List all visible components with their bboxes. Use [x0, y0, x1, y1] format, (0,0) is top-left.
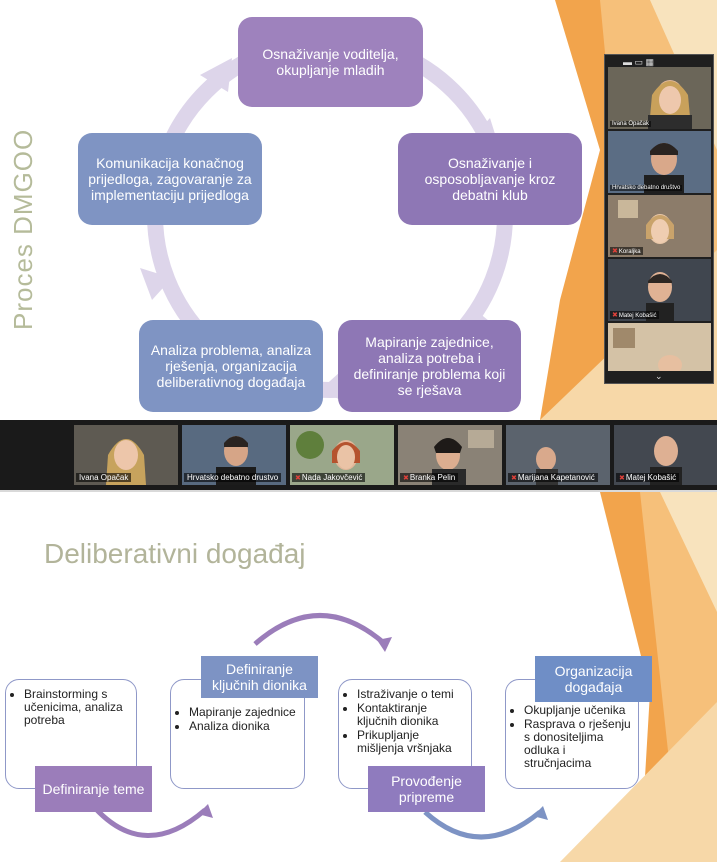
top-slide: Proces DMGOO Osnaživanje voditelja, okup…	[0, 0, 717, 420]
video-tile[interactable]: ✖Matej Kobašić	[608, 259, 711, 321]
muted-mic-icon: ✖	[619, 475, 625, 482]
stage-label-1: Definiranje teme	[35, 766, 152, 812]
muted-mic-icon: ✖	[403, 475, 409, 482]
participant-video	[608, 131, 711, 193]
gallery-video-tile[interactable]: ✖Nada Jakovčević	[290, 425, 394, 485]
gallery-video-tile[interactable]: ✖Matej Kobašić	[614, 425, 717, 485]
step-box-5: Komunikacija konačnog prijedloga, zagova…	[78, 133, 262, 225]
bullet-item: Rasprava o rješenju s donositeljima odlu…	[524, 718, 632, 770]
view-controls[interactable]: ▬ ▭ ▦	[623, 57, 655, 67]
muted-mic-icon: ✖	[612, 312, 618, 319]
participants-side-panel[interactable]: ▬ ▭ ▦ Ivana Opačak Hrvatsko debatno druš…	[604, 54, 714, 384]
gallery-video-tile[interactable]: ✖Marijana Kapetanović	[506, 425, 610, 485]
muted-mic-icon: ✖	[612, 248, 618, 255]
participant-name: ✖Matej Kobašić	[610, 311, 659, 319]
gallery-video-tile[interactable]: Hrvatsko debatno drustvo	[182, 425, 286, 485]
muted-mic-icon: ✖	[511, 475, 517, 482]
bullet-item: Brainstorming s učenicima, analiza potre…	[24, 688, 130, 727]
step-box-2: Osnaživanje i osposobljavanje kroz debat…	[398, 133, 582, 225]
gallery-video-tile[interactable]: ✖Branka Pelin	[398, 425, 502, 485]
stage-label-2: Definiranje ključnih dionika	[201, 656, 318, 698]
video-tile[interactable]: Ivana Opačak	[608, 67, 711, 129]
video-tile[interactable]: Hrvatsko debatno društvo	[608, 131, 711, 193]
participant-name: ✖Branka Pelin	[400, 473, 459, 482]
participant-video	[608, 195, 711, 257]
step-box-1: Osnaživanje voditelja, okupljanje mladih	[238, 17, 423, 107]
bottom-slide: Deliberativni događaj Brainstorming s uč…	[0, 492, 717, 862]
participant-video	[608, 259, 711, 321]
bullet-item: Analiza dionika	[189, 720, 298, 733]
chevron-down-icon[interactable]: ⌄	[655, 371, 663, 381]
stage-label-3: Provođenje pripreme	[368, 766, 485, 812]
participant-name: ✖Koraljka	[610, 247, 643, 255]
participant-name: Ivana Opačak	[76, 473, 132, 482]
participant-name: Hrvatsko debatno drustvo	[184, 473, 282, 482]
participant-name: Hrvatsko debatno društvo	[610, 185, 683, 191]
gallery-strip: Ivana Opačak Hrvatsko debatno drustvo ✖N…	[0, 420, 717, 490]
step-box-3: Mapiranje zajednice, analiza potreba i d…	[338, 320, 521, 412]
participant-video	[608, 323, 711, 371]
participant-name: ✖Marijana Kapetanović	[508, 473, 598, 482]
vertical-slide-title: Proces DMGOO	[8, 128, 38, 330]
step-box-4: Analiza problema, analiza rješenja, orga…	[139, 320, 323, 412]
bullet-item: Prikupljanje mišljenja vršnjaka	[357, 729, 465, 755]
participant-name: ✖Matej Kobašić	[616, 473, 680, 482]
participant-video	[648, 80, 692, 129]
slide-title: Deliberativni događaj	[44, 538, 306, 569]
bullet-item: Okupljanje učenika	[524, 704, 632, 717]
slide-decoration	[93, 492, 717, 862]
stage-label-4: Organizacija događaja	[535, 656, 652, 702]
muted-mic-icon: ✖	[295, 475, 301, 482]
gallery-video-tile[interactable]: Ivana Opačak	[74, 425, 178, 485]
participant-name: ✖Nada Jakovčević	[292, 473, 366, 482]
participant-name: Ivana Opačak	[610, 121, 652, 127]
bullet-item: Kontaktiranje ključnih dionika	[357, 702, 465, 728]
video-tile[interactable]: ✖Koraljka	[608, 195, 711, 257]
bullet-item: Mapiranje zajednice	[189, 706, 298, 719]
video-tile[interactable]	[608, 323, 711, 371]
bullet-item: Istraživanje o temi	[357, 688, 465, 701]
